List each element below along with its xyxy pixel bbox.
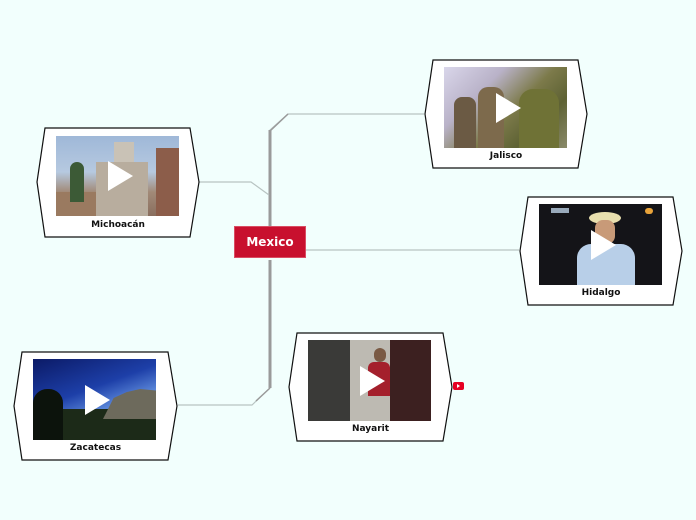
topic-label: Jalisco [489,151,523,161]
central-topic-mexico[interactable]: Mexico [234,226,306,258]
branch-zacatecas [178,387,271,406]
trunk-line-up [269,113,424,226]
video-thumbnail-zacatecas[interactable] [33,359,156,440]
play-icon [359,365,385,396]
central-topic-label: Mexico [246,235,294,249]
video-thumbnail-jalisco[interactable] [444,67,567,148]
play-icon [590,229,616,260]
topic-label: Hidalgo [581,288,621,298]
play-icon [84,384,110,415]
video-thumbnail-michoacan[interactable] [56,136,179,216]
topic-label: Nayarit [351,424,390,434]
video-thumbnail-hidalgo[interactable] [539,204,662,285]
topic-node-nayarit[interactable]: Nayarit [288,332,453,442]
branch-michoacan [199,181,270,196]
topic-label: Zacatecas [69,443,122,453]
youtube-icon[interactable] [453,382,464,390]
topic-node-hidalgo[interactable]: Hidalgo [519,196,683,306]
topic-node-zacatecas[interactable]: Zacatecas [13,351,178,461]
topic-label: Michoacán [91,220,145,230]
play-icon [495,92,521,123]
play-icon [107,161,133,191]
video-thumbnail-nayarit[interactable] [308,340,431,421]
topic-node-michoacan[interactable]: Michoacán [36,127,200,238]
topic-node-jalisco[interactable]: Jalisco [424,59,588,169]
